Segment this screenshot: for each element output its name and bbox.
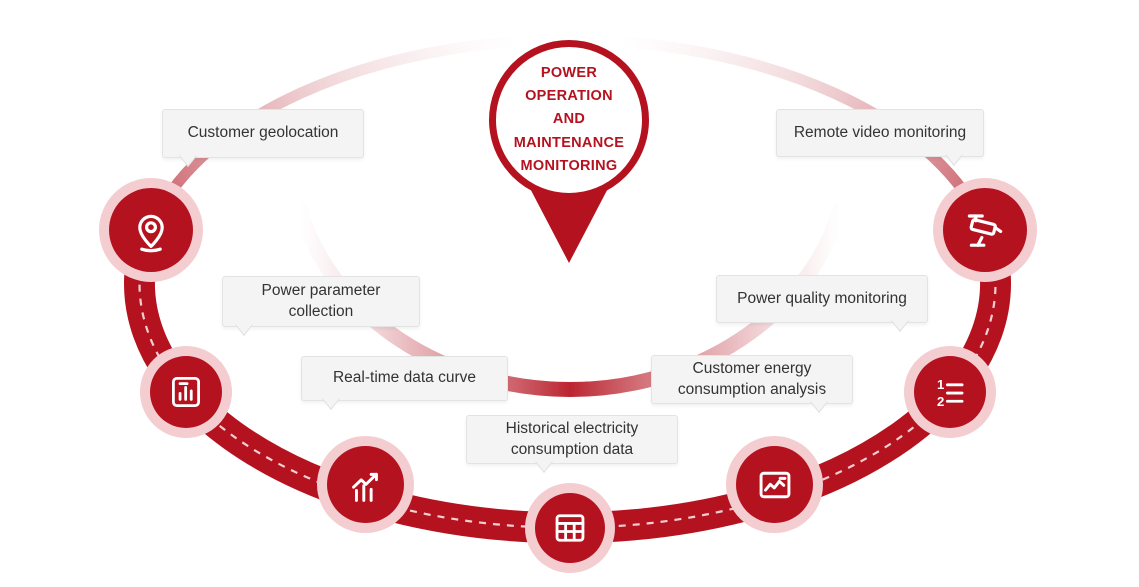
label-text: Customer energy consumption analysis xyxy=(677,360,827,398)
label-power-quality-monitoring: Power quality monitoring xyxy=(716,275,928,332)
label-text: Power quality monitoring xyxy=(737,289,907,307)
label-real-time-data-curve: Real-time data curve xyxy=(301,356,508,410)
cctv-camera-icon xyxy=(961,206,1009,254)
label-customer-energy-analysis: Customer energy consumption analysis xyxy=(651,355,853,413)
numbered-list-icon: 1 2 xyxy=(929,371,971,413)
label-remote-video-monitoring: Remote video monitoring xyxy=(776,109,984,166)
label-text: Real-time data curve xyxy=(332,369,476,387)
node-power-parameter-collection xyxy=(150,356,222,428)
label-customer-geolocation: Customer geolocation xyxy=(162,109,364,167)
node-customer-geolocation xyxy=(109,188,193,272)
svg-text:1: 1 xyxy=(937,377,944,392)
label-text: Remote video monitoring xyxy=(793,123,967,141)
swoosh-left-arc xyxy=(144,34,568,233)
map-pin-icon xyxy=(127,206,175,254)
label-power-parameter-collection: Power parameter collection xyxy=(222,276,420,336)
svg-text:2: 2 xyxy=(937,394,944,409)
node-customer-energy-analysis xyxy=(736,446,813,523)
label-text: Power parameter collection xyxy=(261,282,381,320)
node-remote-video-monitoring xyxy=(943,188,1027,272)
swoosh-right-arc xyxy=(567,34,991,233)
diagram-title: POWER OPERATION AND MAINTENANCE MONITORI… xyxy=(513,65,625,174)
center-pin-circle: POWER OPERATION AND MAINTENANCE MONITORI… xyxy=(489,40,649,200)
chart-document-icon xyxy=(165,371,207,413)
waveform-chart-icon xyxy=(753,463,797,507)
label-text: Customer geolocation xyxy=(187,124,339,142)
label-historical-electricity-data: Historical electricity consumption data xyxy=(466,415,678,473)
node-power-quality-monitoring: 1 2 xyxy=(914,356,986,428)
table-grid-icon xyxy=(549,507,591,549)
label-text: Historical electricity consumption data xyxy=(505,420,639,458)
node-historical-electricity-data xyxy=(535,493,605,563)
growth-chart-icon xyxy=(344,463,388,507)
node-real-time-data-curve xyxy=(327,446,404,523)
